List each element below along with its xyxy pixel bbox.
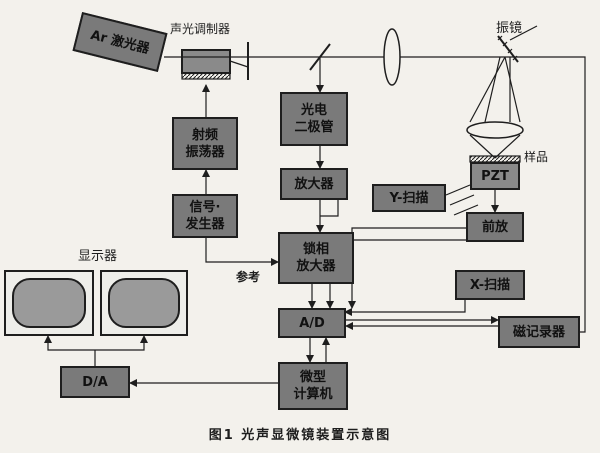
da-converter-block: D/A: [60, 366, 130, 398]
x-scan-block: X-扫描: [455, 270, 525, 300]
photodiode-block: 光电 二极管: [280, 92, 348, 146]
display-screen-right: [108, 278, 180, 328]
display-label: 显示器: [78, 249, 118, 264]
signal-generator-block: 信号· 发生器: [172, 194, 238, 238]
y-scan-block: Y-扫描: [372, 184, 446, 212]
objective-lens: [466, 121, 524, 139]
acousto-optic-modulator-label: 声光调制器: [170, 22, 231, 36]
pzt-block: PZT: [470, 162, 520, 190]
display-monitor-right: [100, 270, 188, 336]
reference-label: 参考: [236, 270, 261, 284]
lockin-amplifier-block: 锁相 放大器: [278, 232, 354, 284]
sample-label: 样品: [524, 150, 549, 164]
modulator-body: [181, 49, 231, 74]
amplifier-block: 放大器: [280, 168, 348, 200]
microcomputer-block: 微型 计算机: [278, 362, 348, 410]
ad-converter-block: A/D: [278, 308, 346, 338]
modulator-transducer: [181, 72, 231, 80]
display-screen-left: [12, 278, 86, 328]
display-monitor-left: [4, 270, 94, 336]
preamp-block: 前放: [466, 212, 524, 242]
lens: [383, 28, 401, 86]
figure-caption: 图1 光声显微镜装置示意图: [208, 428, 392, 443]
diffracted-beam: [229, 60, 249, 68]
galvo-mirror-label: 振镜: [496, 21, 523, 36]
magnetic-recorder-block: 磁记录器: [498, 316, 580, 348]
rf-oscillator-block: 射频 振荡器: [172, 117, 238, 170]
